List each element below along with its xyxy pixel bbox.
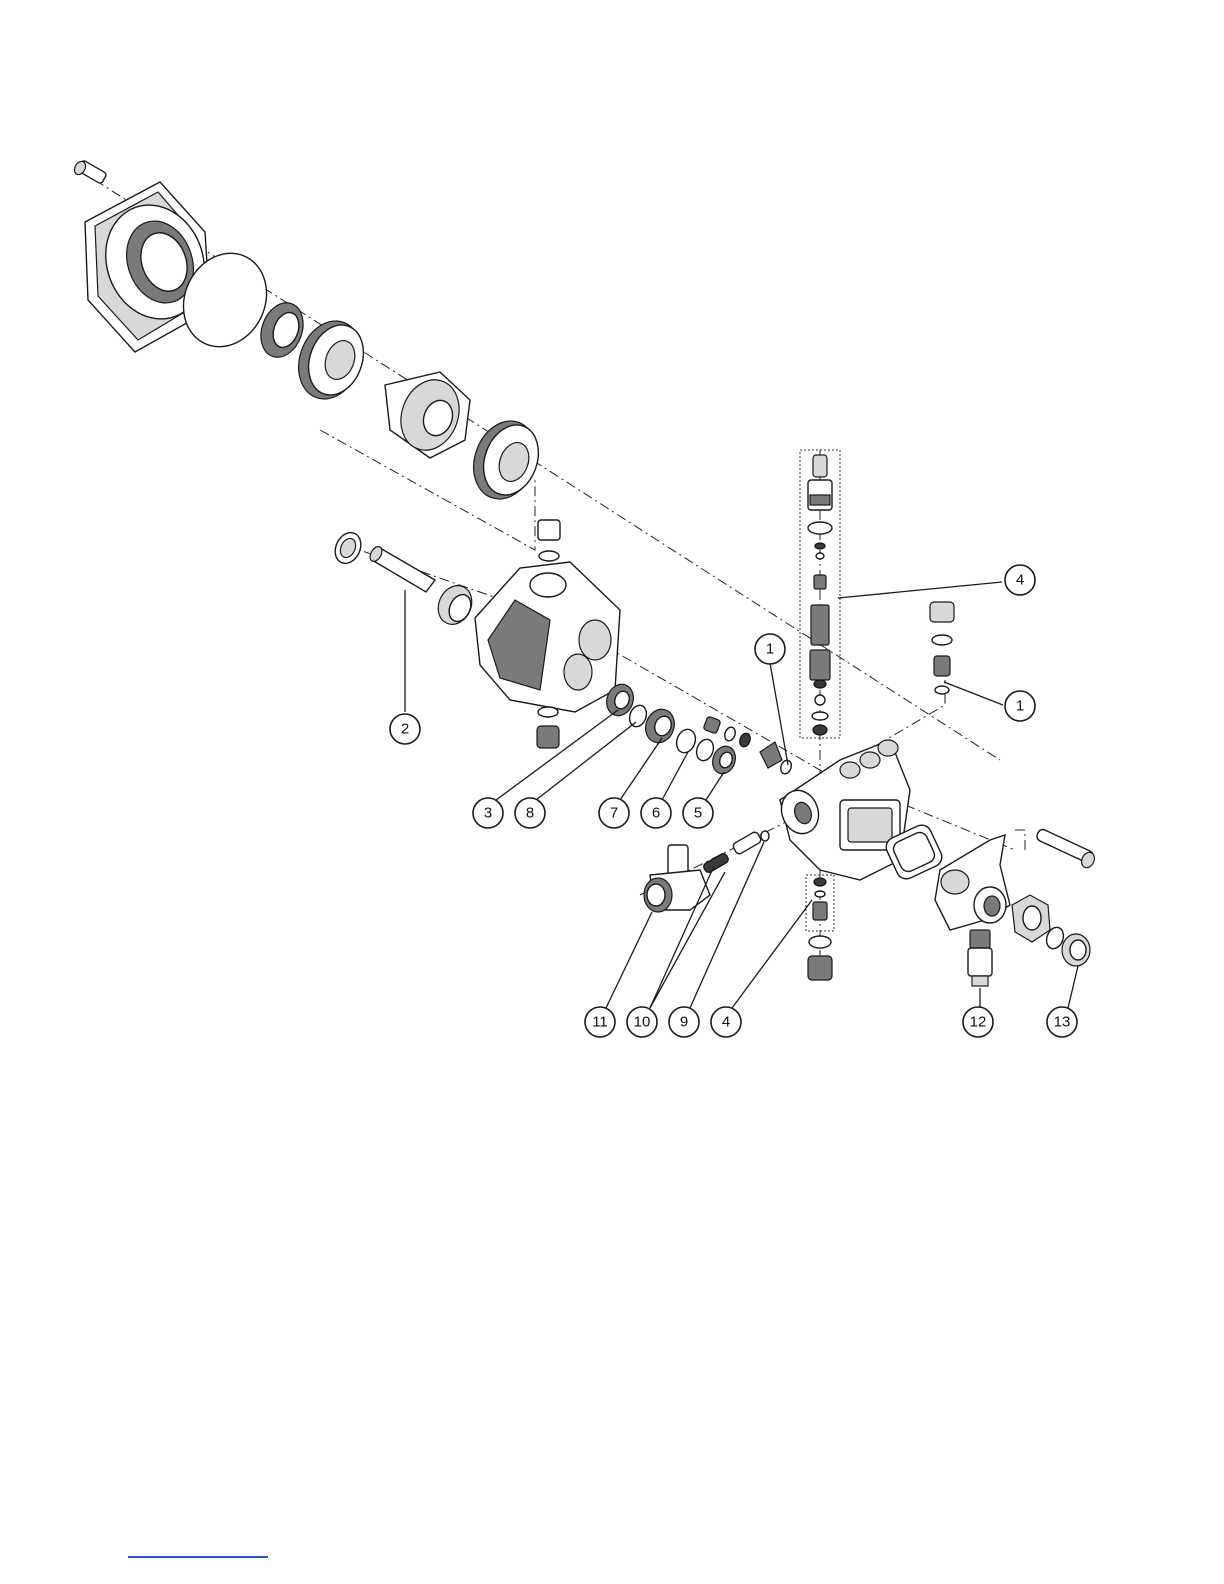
callout-1-upper: 1 (755, 634, 785, 664)
callout-4-lower: 4 (711, 1007, 741, 1037)
manifold-plug (930, 602, 954, 645)
fitting-part-12 (968, 930, 992, 986)
callout-12: 12 (963, 1007, 993, 1037)
callout-3: 3 (473, 798, 503, 828)
callout-13: 13 (1047, 1007, 1077, 1037)
svg-text:4: 4 (1016, 572, 1024, 589)
manifold-axis-line (860, 680, 945, 755)
piston-spring (432, 580, 478, 630)
svg-text:5: 5 (694, 805, 702, 822)
o-ring-part-6 (673, 727, 698, 756)
svg-text:6: 6 (652, 805, 660, 822)
footer-link-underline[interactable] (128, 1556, 268, 1558)
svg-text:10: 10 (634, 1014, 651, 1031)
svg-text:13: 13 (1054, 1014, 1071, 1031)
pump-crankcase (475, 562, 620, 712)
check-valve-part-1 (760, 742, 793, 775)
svg-text:7: 7 (610, 805, 618, 822)
svg-text:8: 8 (526, 805, 534, 822)
wobble-plate (385, 372, 470, 459)
svg-text:3: 3 (484, 805, 492, 822)
svg-text:4: 4 (722, 1014, 730, 1031)
outlet-nut (1012, 895, 1050, 942)
callout-2: 2 (390, 714, 420, 744)
manifold-bolt (1035, 828, 1097, 870)
svg-text:12: 12 (970, 1014, 987, 1031)
callout-4-upper: 4 (1005, 565, 1035, 595)
manifold-check-valve (934, 656, 950, 694)
svg-text:9: 9 (680, 1014, 688, 1031)
callout-9: 9 (669, 1007, 699, 1037)
valve-assembly-lower (808, 878, 832, 980)
callout-6: 6 (641, 798, 671, 828)
spring-part-10 (702, 852, 730, 874)
piston-rod (368, 545, 435, 592)
bolt-axis-line (1015, 830, 1025, 850)
svg-text:1: 1 (766, 641, 774, 658)
svg-text:1: 1 (1016, 698, 1024, 715)
retaining-ring (330, 528, 365, 567)
callout-11: 11 (585, 1007, 615, 1037)
inlet-fitting-part-11 (644, 845, 710, 912)
oil-drain-plug (537, 707, 559, 748)
callout-5: 5 (683, 798, 713, 828)
svg-text:2: 2 (401, 721, 409, 738)
pump-manifold (776, 740, 910, 880)
outlet-housing (935, 835, 1010, 930)
callout-7: 7 (599, 798, 629, 828)
callout-1-right: 1 (1005, 691, 1035, 721)
callout-10: 10 (627, 1007, 657, 1037)
cap-part-13 (1062, 934, 1090, 966)
oil-plug-top (538, 520, 560, 561)
mounting-bolt (72, 159, 107, 184)
callout-8: 8 (515, 798, 545, 828)
svg-text:11: 11 (592, 1014, 608, 1031)
